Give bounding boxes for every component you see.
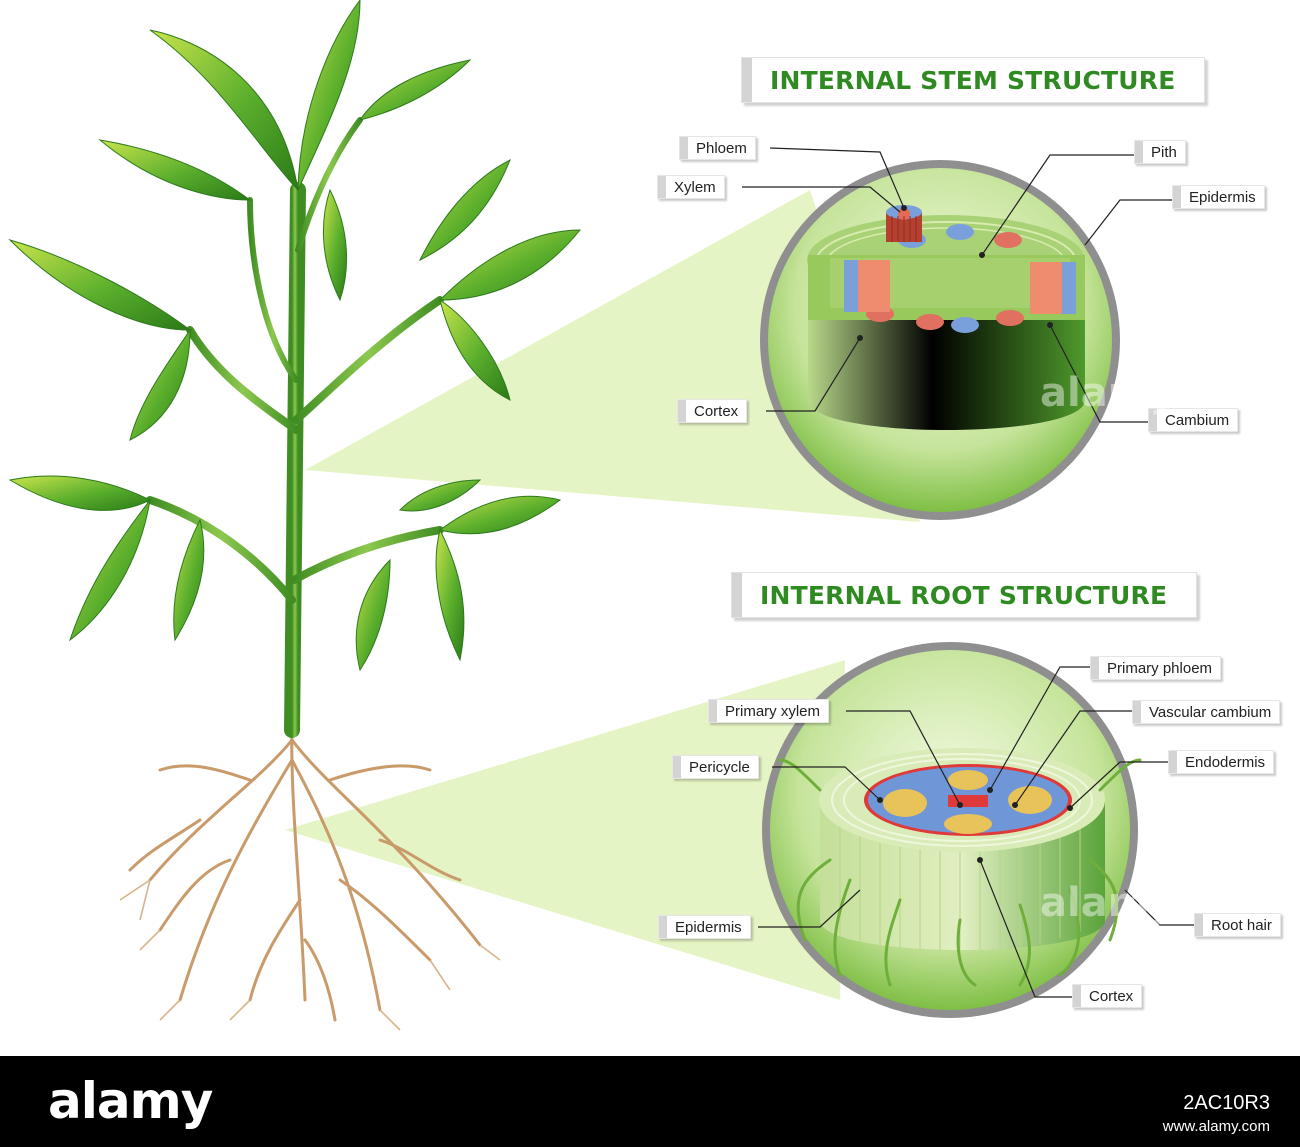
label-xylem: Xylem: [657, 175, 725, 199]
label-phloem: Phloem: [679, 136, 756, 160]
label-vascular-cambium: Vascular cambium: [1132, 700, 1281, 724]
image-id: 2AC10R3: [1183, 1092, 1270, 1114]
leader-lines: [742, 147, 1194, 998]
label-endodermis: Endodermis: [1168, 750, 1275, 774]
stem-zoom-beam: [305, 190, 920, 522]
label-primary-xylem: Primary xylem: [708, 699, 830, 723]
label-primary-phloem: Primary phloem: [1090, 656, 1222, 680]
label-root-hair: Root hair: [1194, 913, 1281, 937]
alamy-logo: alamy: [48, 1072, 213, 1130]
watermark-footer: alamy 2AC10R3 www.alamy.com: [0, 1056, 1300, 1147]
root-title-text: INTERNAL ROOT STRUCTURE: [760, 580, 1168, 610]
label-cambium: Cambium: [1148, 408, 1239, 432]
watermark-url: www.alamy.com: [1162, 1118, 1270, 1135]
stem-title-text: INTERNAL STEM STRUCTURE: [770, 65, 1176, 95]
root-cross-section-lens: [762, 642, 1142, 1018]
stem-cross-section-lens: [760, 160, 1120, 520]
watermark-overlay: alamy: [1040, 370, 1176, 416]
label-stem-epidermis: Epidermis: [1172, 185, 1265, 209]
plant-illustration: [8, 0, 582, 1031]
title-tab: [742, 58, 752, 102]
label-stem-cortex: Cortex: [677, 399, 748, 423]
label-root-cortex: Cortex: [1072, 984, 1143, 1008]
stem-title: INTERNAL STEM STRUCTURE: [741, 57, 1205, 103]
label-pith: Pith: [1134, 140, 1186, 164]
label-root-epidermis: Epidermis: [658, 915, 751, 939]
root-title: INTERNAL ROOT STRUCTURE: [731, 572, 1197, 618]
title-tab: [732, 573, 742, 617]
diagram-canvas: INTERNAL STEM STRUCTURE INTERNAL ROOT ST…: [8, 0, 1281, 1031]
watermark-overlay: alamy: [1040, 880, 1176, 926]
label-pericycle: Pericycle: [672, 755, 759, 779]
